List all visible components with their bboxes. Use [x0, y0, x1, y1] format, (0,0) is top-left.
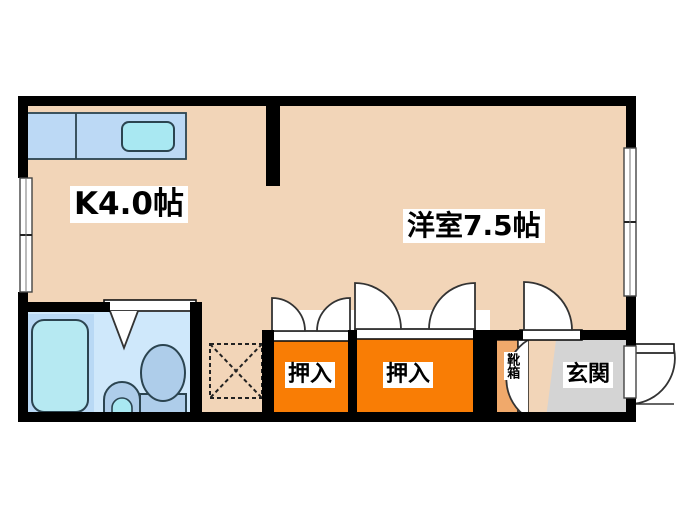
door-genkan-swing	[631, 348, 676, 405]
wall-closet-left-end	[262, 330, 274, 420]
windows	[19, 147, 637, 399]
door-closet-left-leaf-a	[271, 297, 306, 332]
bathtub	[31, 319, 89, 413]
door-closet-left-leaf-b	[316, 297, 351, 332]
wall-top	[18, 96, 636, 106]
wall-right-upper	[626, 96, 636, 148]
room-label-closet-right: 押入	[383, 362, 434, 388]
door-bath-frame	[103, 299, 197, 312]
toilet-bowl	[140, 344, 186, 402]
bathroom	[22, 312, 200, 419]
room-label-living: 洋室7.5帖	[403, 209, 545, 243]
wall-hall-top-b	[580, 330, 636, 340]
wall-between-closets	[348, 330, 357, 420]
wall-bath-top	[18, 302, 110, 312]
wall-right-lower	[626, 398, 636, 422]
door-closet-right-leaf-b	[428, 282, 476, 330]
wall-corridor-bottom	[200, 412, 275, 422]
closet-left-frame	[271, 330, 351, 342]
wall-right-mid	[626, 296, 636, 346]
door-bath-folds	[109, 310, 139, 351]
wall-left-lower	[18, 292, 28, 422]
wall-bottom	[18, 412, 636, 422]
door-room-frame	[519, 329, 583, 341]
wall-closet-right-end	[473, 330, 485, 420]
room-label-closet-left: 押入	[285, 362, 336, 388]
wall-left-upper	[18, 96, 28, 178]
kitchen-counter-group	[25, 112, 187, 160]
closet-right-frame	[354, 328, 476, 340]
wall-hall-top-a	[473, 330, 523, 340]
wall-hall-left	[485, 330, 497, 420]
room-label-kitchen: K4.0帖	[70, 186, 188, 223]
door-closet-right-leaf-a	[354, 282, 402, 330]
kitchen-sink	[121, 121, 175, 152]
living-floor	[254, 104, 632, 310]
door-room-leaf	[523, 281, 573, 331]
door-genkan-leaf	[631, 343, 675, 354]
window-entrance	[623, 345, 637, 399]
wall-partition-stub	[266, 96, 280, 186]
room-label-shoebox: 靴箱	[504, 352, 520, 380]
genkan-step-edge	[534, 340, 556, 418]
room-label-genkan: 玄関	[563, 362, 614, 388]
corridor-floor	[200, 310, 272, 420]
wall-bath-right	[190, 302, 202, 420]
walls	[18, 96, 636, 422]
washer-cross-b	[209, 343, 263, 399]
